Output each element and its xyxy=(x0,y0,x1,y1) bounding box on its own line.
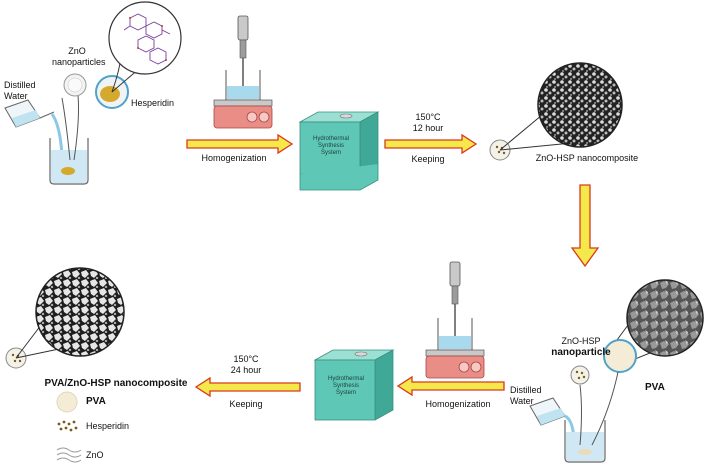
beaker-top xyxy=(49,94,89,185)
water-bottle-top xyxy=(4,99,64,156)
hydrothermal-box-top xyxy=(298,111,380,191)
legend-hesperidin-icon xyxy=(57,420,78,432)
homogenization-label-bottom: Homogenization xyxy=(425,399,491,409)
temp-label-top: 150°C xyxy=(415,112,441,122)
pva-znohsp-nanocomposite-label: PVA/ZnO-HSP nanocomposite xyxy=(44,378,188,389)
legend-zno-icon xyxy=(56,447,82,463)
hydrothermal-box-bottom xyxy=(313,349,395,421)
sem-image-bottom-right xyxy=(605,279,704,364)
legend-hesperidin-label: Hesperidin xyxy=(86,421,130,431)
znohsp-dish-bottom xyxy=(570,365,590,385)
keeping-label-bottom: Keeping xyxy=(229,399,263,409)
pva-label-bottom: PVA xyxy=(645,382,665,393)
pva-dish-bottom xyxy=(603,339,637,373)
time-label-bottom: 24 hour xyxy=(230,365,262,375)
temp-label-bottom: 150°C xyxy=(233,354,259,364)
hesperidin-label-top: Hesperidin xyxy=(131,98,175,108)
legend-pva-icon xyxy=(56,391,78,413)
sem-image-bottom-left xyxy=(35,267,125,357)
hesperidin-molecule-icon xyxy=(108,1,182,75)
homogenization-label-top: Homogenization xyxy=(201,153,267,163)
arrow-down-right xyxy=(570,184,600,268)
legend-zno-label: ZnO xyxy=(86,450,104,460)
nanoparticle-label-bottom: nanoparticle xyxy=(551,347,611,358)
arrow-homogenization-top xyxy=(186,133,294,155)
keeping-label-top: Keeping xyxy=(411,154,445,164)
legend-pva-label: PVA xyxy=(86,396,106,407)
homogenizer-bottom xyxy=(425,261,485,379)
znohsp-nanocomposite-label: ZnO-HSP nanocomposite xyxy=(535,153,639,163)
beaker-bottom xyxy=(564,371,619,463)
arrow-keeping-bottom xyxy=(194,376,301,398)
time-label-top: 12 hour xyxy=(412,123,444,133)
homogenizer-top xyxy=(213,15,273,129)
zno-dish-top xyxy=(63,73,87,97)
sem-image-top xyxy=(537,62,623,148)
znohsp-label-bottom: ZnO-HSP xyxy=(561,336,601,346)
arrow-homogenization-bottom xyxy=(396,375,505,397)
arrow-keeping-top xyxy=(384,133,478,155)
